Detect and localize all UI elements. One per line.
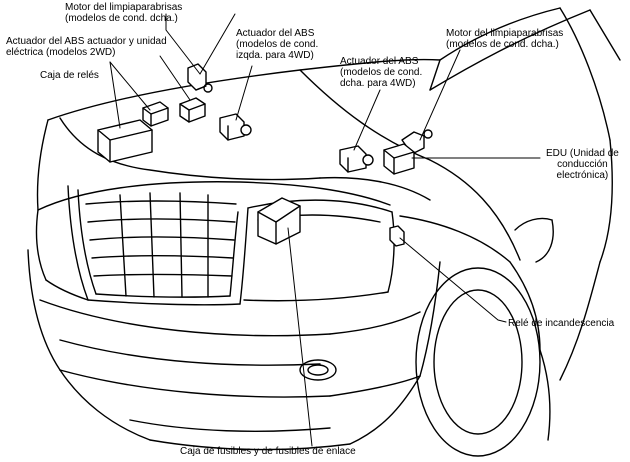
label-line: Caja de relés	[40, 70, 99, 81]
leader-lines	[109, 13, 541, 447]
label-line: Motor del limpiaparabrisas	[65, 2, 183, 13]
edu-unit	[383, 143, 415, 175]
label-wiper-motor-left: Motor del limpiaparabrisas (modelos de c…	[65, 2, 182, 24]
label-line: Actuador del ABS	[340, 56, 419, 67]
label-fuse-box: Caja de fusibles y de fusibles de enlace	[180, 446, 356, 457]
label-line: Actuador del ABS	[236, 28, 315, 39]
abs-actuator-2wd-unit	[179, 97, 206, 123]
label-edu: EDU (Unidad de conducción electrónica)	[546, 148, 619, 181]
label-line: (modelos de cond.	[340, 67, 423, 78]
label-line: izqda. para 4WD)	[236, 50, 314, 61]
label-abs-actuator-2wd: Actuador del ABS actuador y unidad eléct…	[6, 36, 167, 58]
abs-actuator-lhd-4wd-unit	[219, 113, 252, 141]
abs-actuator-rhd-4wd-unit	[339, 145, 374, 173]
label-line: conducción	[557, 159, 608, 170]
label-line: (modelos de cond. dcha.)	[65, 13, 178, 24]
label-abs-actuator-rhd-4wd: Actuador del ABS (modelos de cond. dcha.…	[340, 56, 422, 89]
label-line: (modelos de cond. dcha.)	[446, 39, 559, 50]
label-line: Relé de incandescencia	[508, 318, 615, 329]
label-line: (modelos de cond.	[236, 39, 319, 50]
label-line: eléctrica (modelos 2WD)	[6, 47, 116, 58]
label-line: Actuador del ABS actuador y unidad	[6, 36, 167, 47]
label-relay-box: Caja de relés	[40, 70, 99, 81]
label-glow-relay: Relé de incandescencia	[508, 318, 614, 329]
glow-relay-unit	[389, 225, 405, 247]
label-line: electrónica)	[556, 170, 609, 181]
fuse-box-unit	[257, 197, 301, 245]
relay-box-large	[97, 119, 153, 163]
label-line: Motor del limpiaparabrisas	[446, 28, 564, 39]
wiper-motor-left	[187, 63, 213, 93]
label-abs-actuator-lhd-4wd: Actuador del ABS (modelos de cond. izqda…	[236, 28, 318, 61]
label-line: dcha. para 4WD)	[340, 78, 416, 89]
label-line: EDU (Unidad de	[546, 148, 619, 159]
label-line: Caja de fusibles y de fusibles de enlace	[180, 446, 356, 457]
label-wiper-motor-right: Motor del limpiaparabrisas (modelos de c…	[446, 28, 563, 50]
vehicle-body	[27, 7, 621, 457]
